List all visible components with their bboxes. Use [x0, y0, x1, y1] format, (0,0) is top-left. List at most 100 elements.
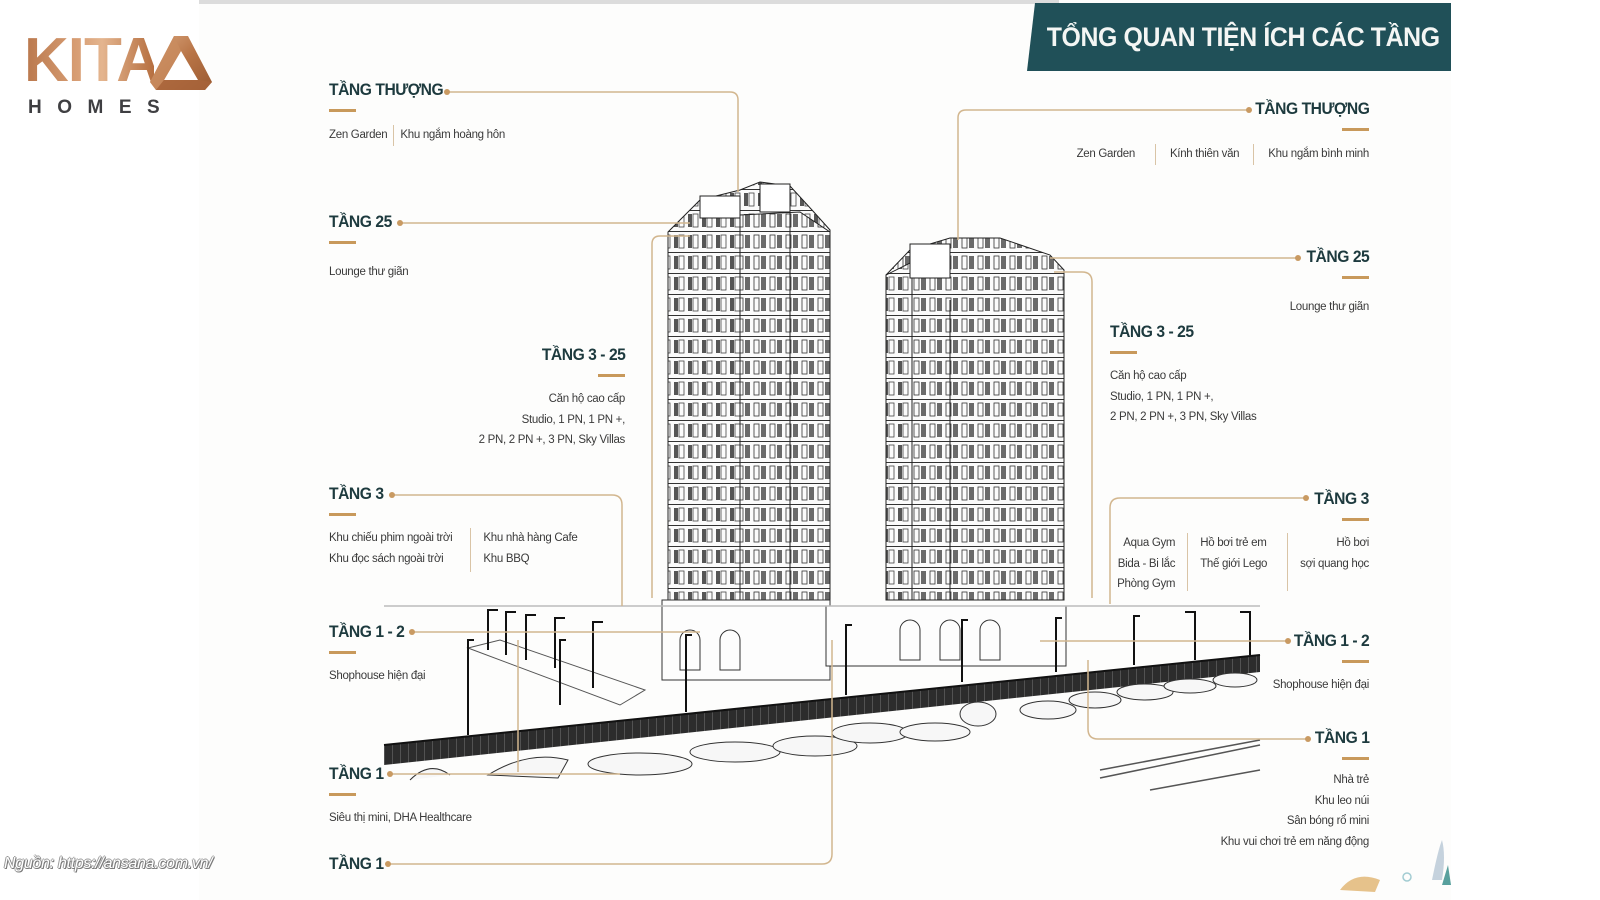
amenity: Bida - Bi lắc	[1117, 557, 1176, 570]
accent-bar	[329, 793, 356, 796]
floor-title: TẦNG THƯỢNG	[329, 80, 444, 99]
amenity: Lounge thư giãn	[1289, 301, 1370, 313]
floor-title: TẦNG 1 - 2	[329, 622, 405, 641]
logo-wordmark: KITA	[24, 30, 154, 92]
amenity: Shophouse hiện đại	[1272, 679, 1370, 691]
accent-bar	[329, 513, 356, 516]
banner-title: TỔNG QUAN TIỆN ÍCH CÁC TẦNG	[1047, 21, 1441, 52]
divider	[470, 528, 472, 572]
amenity: Khu nhà hàng Cafe	[483, 532, 578, 544]
right-floor3-label: TẦNG 3 Aqua Gym Bida - Bi lắc Phòng Gym …	[1117, 489, 1369, 595]
left-floor1b-label: TẦNG 1	[329, 854, 388, 874]
floor-amenities: Nhà trẻ Khu leo núi Sân bóng rổ mini Khu…	[1220, 770, 1370, 852]
floor-title: TẦNG 1	[1314, 728, 1369, 747]
floor-amenities: Zen Garden Kính thiên văn Khu ngắm bình …	[1077, 144, 1369, 165]
amenity-line: Khu leo núi	[1314, 794, 1370, 807]
amenity: Aqua Gym	[1123, 537, 1176, 549]
floor-title: TẦNG 1 - 2	[1293, 631, 1370, 650]
amenity-line: Sân bóng rổ mini	[1286, 815, 1369, 827]
amenity: Khu BBQ	[483, 552, 530, 565]
amenity: Siêu thị mini, DHA Healthcare	[329, 812, 472, 824]
right-floor1-label: TẦNG 1 Nhà trẻ Khu leo núi Sân bóng rổ m…	[1220, 728, 1370, 852]
amenity: Kính thiên văn	[1169, 148, 1240, 160]
amenity-column: Hồ bơi sợi quang học	[1288, 533, 1369, 574]
floor-title: TẦNG 3 - 25	[541, 345, 625, 364]
connector-dot	[389, 492, 395, 498]
accent-bar	[1342, 276, 1369, 279]
amenity: Zen Garden	[1076, 148, 1136, 160]
connector-dot	[385, 861, 391, 867]
floor-title: TẦNG 1	[329, 764, 384, 783]
dock-lines	[1099, 739, 1261, 791]
amenity: Khu ngắm hoàng hôn	[400, 129, 505, 141]
decorative-flora	[1340, 840, 1451, 892]
left-floor3-label: TẦNG 3 Khu chiếu phim ngoài trời Khu đọc…	[329, 484, 578, 572]
amenity-line: Căn hộ cao cấp	[1110, 370, 1187, 382]
accent-bar	[598, 374, 625, 377]
connector-dot	[1285, 638, 1291, 644]
accent-bar	[1342, 757, 1369, 760]
amenity-line: 2 PN, 2 PN +, 3 PN, Sky Villas	[1110, 411, 1257, 423]
leader-lines-right	[957, 109, 1308, 740]
floor-title: TẦNG 1	[329, 854, 384, 873]
divider	[393, 125, 395, 146]
right-tower	[885, 237, 1065, 601]
amenity-column: Hồ bơi trẻ em Thế giới Lego	[1188, 533, 1287, 574]
amenity-line: Căn hộ cao cấp	[548, 393, 626, 405]
floor-amenities: Căn hộ cao cấp Studio, 1 PN, 1 PN +, 2 P…	[478, 389, 626, 451]
connector-dot	[1246, 107, 1252, 113]
floor-amenities: Zen Garden Khu ngắm hoàng hôn	[329, 125, 505, 146]
divider	[1287, 533, 1289, 591]
left-floor25-label: TẦNG 25 Lounge thư giãn	[329, 212, 409, 283]
logo-subtitle: HOMES	[28, 97, 176, 118]
left-tower	[667, 181, 831, 601]
connector-dot	[397, 220, 403, 226]
amenity: Khu chiếu phim ngoài trời	[329, 532, 453, 544]
amenity: Hồ bơi	[1336, 537, 1369, 549]
floor-title: TẦNG 3	[1314, 489, 1369, 508]
amenity: Zen Garden	[329, 129, 388, 141]
amenity-line: Studio, 1 PN, 1 PN +,	[521, 413, 626, 426]
connector-dot	[1303, 495, 1309, 501]
amenity: Khu ngắm bình minh	[1268, 148, 1369, 160]
amenity-line: Khu vui chơi trẻ em năng động	[1220, 835, 1370, 848]
amenity: sợi quang học	[1300, 557, 1369, 570]
accent-bar	[1110, 351, 1137, 354]
right-rooftop-label: TẦNG THƯỢNG Zen Garden Kính thiên văn Kh…	[1077, 99, 1369, 165]
left-floor1-2-label: TẦNG 1 - 2 Shophouse hiện đại	[329, 622, 426, 687]
right-floor25-label: TẦNG 25 Lounge thư giãn	[1289, 247, 1370, 318]
source-credit: Nguồn: https://ansana.com.vn/	[4, 855, 213, 872]
amenity-line: 2 PN, 2 PN +, 3 PN, Sky Villas	[478, 434, 626, 446]
accent-bar	[329, 651, 356, 654]
right-floor3-25-label: TẦNG 3 - 25 Căn hộ cao cấp Studio, 1 PN,…	[1110, 322, 1257, 428]
accent-bar	[1342, 128, 1369, 131]
connector-dot	[1305, 736, 1311, 742]
amenity-column: Aqua Gym Bida - Bi lắc Phòng Gym	[1117, 533, 1187, 595]
left-floor1-label: TẦNG 1 Siêu thị mini, DHA Healthcare	[329, 764, 472, 829]
connector-dot	[444, 89, 450, 95]
floor-title: TẦNG 25	[329, 212, 392, 231]
left-floor3-25-label: TẦNG 3 - 25 Căn hộ cao cấp Studio, 1 PN,…	[478, 345, 626, 451]
amenity: Shophouse hiện đại	[329, 670, 426, 682]
amenity: Hồ bơi trẻ em	[1200, 537, 1267, 549]
divider	[1253, 144, 1255, 165]
connector-dot	[409, 629, 415, 635]
divider	[1154, 144, 1156, 165]
podium	[661, 599, 1067, 681]
image-top-border	[199, 0, 1059, 4]
boats	[409, 672, 1258, 781]
amenity-column: Khu nhà hàng Cafe Khu BBQ	[471, 528, 577, 569]
floor-title: TẦNG THƯỢNG	[1254, 99, 1370, 118]
title-banner: TỔNG QUAN TIỆN ÍCH CÁC TẦNG	[1027, 3, 1451, 71]
floor-title: TẦNG 3 - 25	[1110, 322, 1194, 341]
floor-amenities: Khu chiếu phim ngoài trời Khu đọc sách n…	[329, 528, 578, 572]
divider	[1187, 533, 1189, 591]
amenity-line: Nhà trẻ	[1333, 774, 1369, 786]
floor-amenities: Căn hộ cao cấp Studio, 1 PN, 1 PN +, 2 P…	[1110, 366, 1257, 428]
leader-lines-left	[388, 91, 833, 865]
connector-dot	[1295, 255, 1301, 261]
floor-amenities: Aqua Gym Bida - Bi lắc Phòng Gym Hồ bơi …	[1117, 533, 1369, 595]
accent-bar	[1342, 518, 1369, 521]
